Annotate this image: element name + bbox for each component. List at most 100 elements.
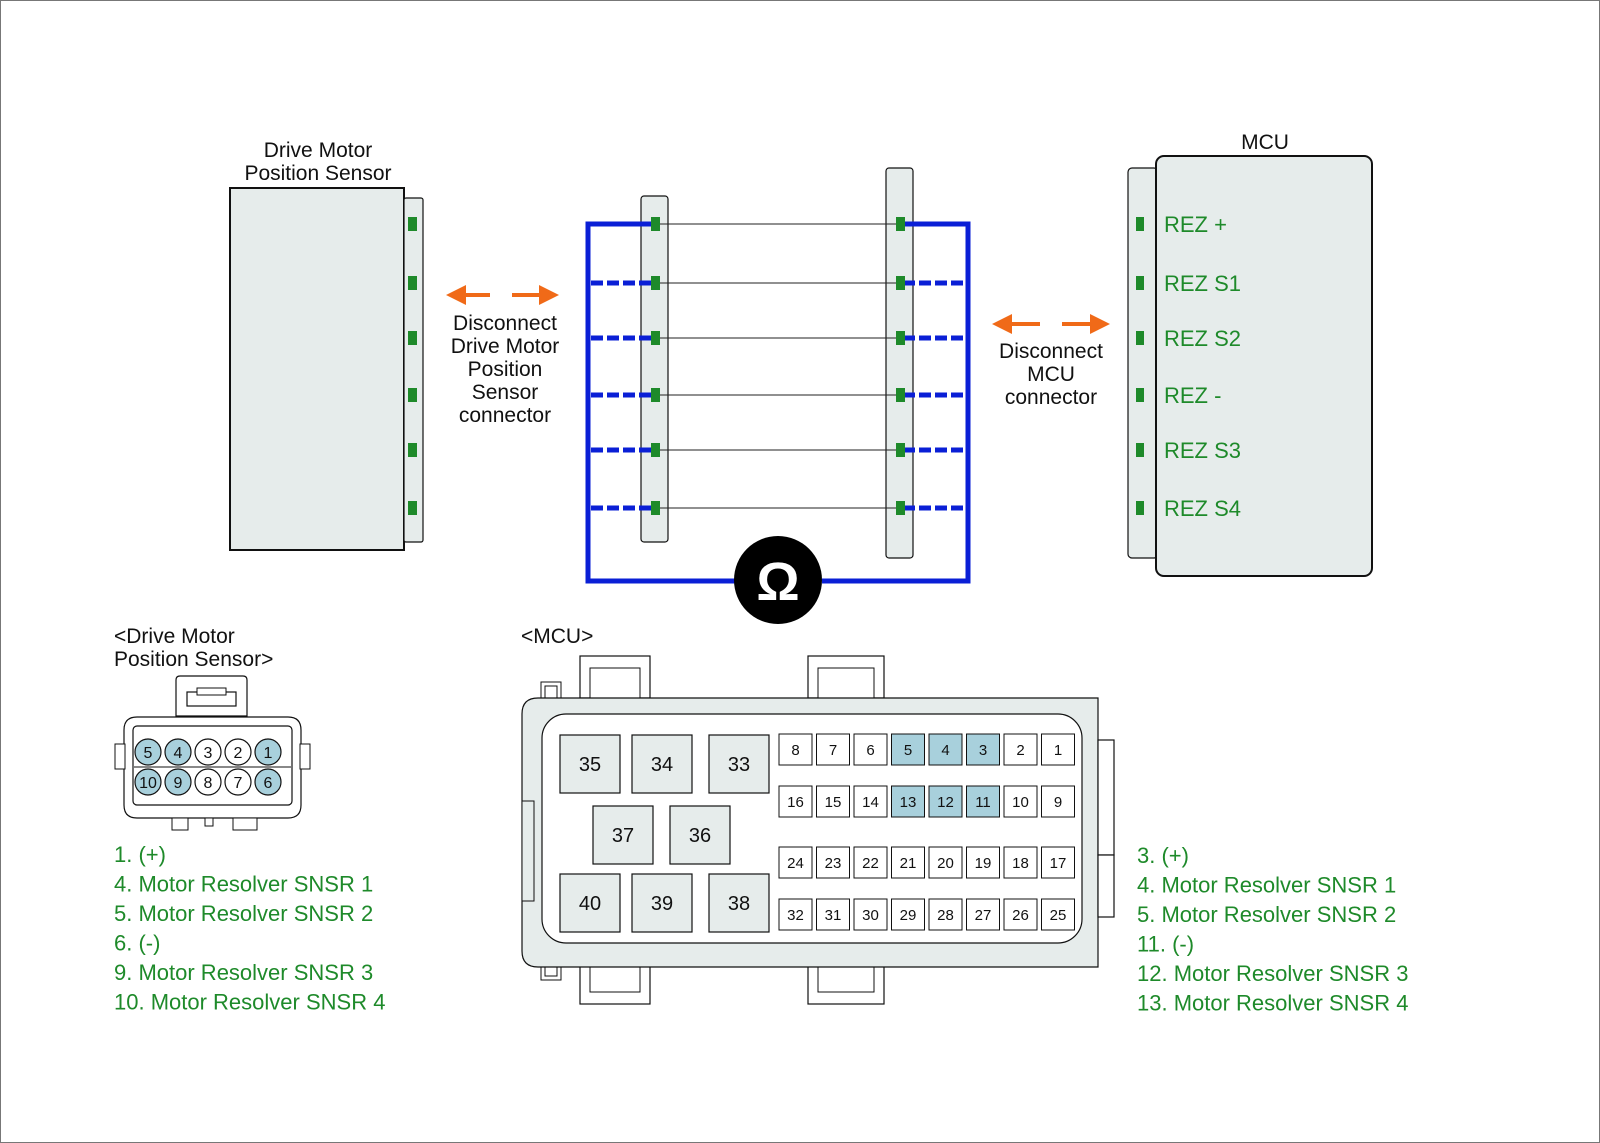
mcu-cavity-label-6: 6: [866, 742, 874, 759]
mcu-cavity-label-27: 27: [975, 907, 992, 924]
mcu-cavity-4: [928, 733, 963, 766]
sensor-connector-title-line1: <Drive Motor: [114, 625, 235, 648]
sensor-cavity-10: [134, 768, 162, 796]
sensor-cavity-label-9: 9: [174, 775, 183, 792]
mcu-pin-label-6: REZ S4: [1164, 496, 1241, 521]
mcu-large-cavity-label-34: 34: [651, 754, 673, 776]
mcu-cavity-11: [966, 785, 1000, 818]
mcu-pin-label-2: REZ S1: [1164, 271, 1241, 296]
left-breakout-pin-6: [651, 501, 660, 515]
mcu-large-cavity-40: [559, 873, 621, 933]
sensor-legend-item-3: 5. Motor Resolver SNSR 2: [114, 901, 373, 926]
mcu-cavity-label-21: 21: [900, 855, 917, 872]
disconnect-mcu-line-2: MCU: [1027, 363, 1075, 386]
mcu-pin-5: [1136, 443, 1144, 457]
sensor-cavity-label-1: 1: [264, 745, 273, 762]
mcu-cavity-23: [816, 846, 850, 879]
disconnect-sensor-line-4: Sensor: [472, 381, 539, 404]
disconnect-mcu-line-1: Disconnect: [999, 340, 1103, 363]
mcu-cavity-label-31: 31: [825, 907, 842, 924]
sensor-legend-item-4: 6. (-): [114, 931, 160, 956]
mcu-title: MCU: [1241, 131, 1289, 154]
left-breakout-pin-2: [651, 276, 660, 290]
mcu-cavity-label-1: 1: [1054, 742, 1062, 759]
sensor-body: [229, 187, 405, 551]
mcu-cavity-29: [891, 898, 925, 931]
mcu-cavity-label-23: 23: [825, 855, 842, 872]
disconnect-sensor-line-1: Disconnect: [453, 312, 557, 335]
right-breakout-pin-3: [896, 331, 905, 345]
right-breakout-pin-1: [896, 217, 905, 231]
mcu-cavity-9: [1041, 785, 1075, 818]
mcu-large-cavity-label-39: 39: [651, 893, 673, 915]
mcu-connector-legend: 3. (+)4. Motor Resolver SNSR 15. Motor R…: [1137, 843, 1408, 1016]
mcu-large-cavity-37: [592, 805, 654, 865]
mcu-cavity-24: [778, 846, 813, 879]
sensor-pin-5: [408, 443, 417, 457]
right-breakout-pin-6: [896, 501, 905, 515]
sensor-cavity-label-7: 7: [234, 775, 243, 792]
meter-lead-right: [822, 221, 971, 584]
mcu-legend-item-6: 13. Motor Resolver SNSR 4: [1137, 991, 1408, 1016]
mcu-pin-2: [1136, 276, 1144, 290]
mcu-pin-1: [1136, 217, 1144, 231]
mcu-cavity-label-22: 22: [862, 855, 879, 872]
left-breakout-pin-3: [651, 331, 660, 345]
mcu-cavity-7: [816, 733, 850, 766]
sensor-connector-strip: [403, 197, 424, 543]
mcu-cavity-30: [853, 898, 888, 931]
mcu-cavity-label-19: 19: [975, 855, 992, 872]
mcu-pin-4: [1136, 388, 1144, 402]
meter-lead-left: [585, 221, 735, 584]
mcu-cavity-3: [966, 733, 1000, 766]
sensor-cavity-label-4: 4: [174, 745, 183, 762]
mcu-cavity-label-14: 14: [862, 794, 879, 811]
mcu-cavity-label-32: 32: [787, 907, 804, 924]
mcu-cavity-label-2: 2: [1016, 742, 1024, 759]
right-breakout-strip: [885, 167, 914, 559]
mcu-large-cavity-39: [631, 873, 693, 933]
disconnect-sensor-line-3: Position: [468, 358, 543, 381]
sensor-cavity-label-3: 3: [204, 745, 213, 762]
mcu-cavity-27: [966, 898, 1000, 931]
sensor-cavity-2: [224, 738, 252, 766]
right-breakout-pin-4: [896, 388, 905, 402]
left-breakout-pin-5: [651, 443, 660, 457]
sensor-pin-1: [408, 217, 417, 231]
sensor-cavity-5: [134, 738, 162, 766]
mcu-cavity-label-5: 5: [904, 742, 912, 759]
sensor-pin-6: [408, 501, 417, 515]
mcu-cavity-label-13: 13: [900, 794, 917, 811]
mcu-cavity-8: [778, 733, 813, 766]
mcu-cavity-6: [853, 733, 888, 766]
mcu-large-cavity-label-36: 36: [689, 825, 711, 847]
mcu-pin-label-4: REZ -: [1164, 383, 1221, 408]
mcu-cavity-13: [891, 785, 925, 818]
mcu-cavity-21: [891, 846, 925, 879]
mcu-legend-item-2: 4. Motor Resolver SNSR 1: [1137, 873, 1396, 898]
sensor-cavity-8: [194, 768, 222, 796]
left-breakout-pin-1: [651, 217, 660, 231]
mcu-body: [1155, 155, 1373, 577]
mcu-connector-title: <MCU>: [521, 625, 593, 648]
mcu-large-cavity-label-40: 40: [579, 893, 601, 915]
sensor-legend-item-1: 1. (+): [114, 842, 166, 867]
mcu-cavity-16: [778, 785, 813, 818]
mcu-cavity-17: [1041, 846, 1075, 879]
mcu-pin-3: [1136, 331, 1144, 345]
test-wiring: Ω: [585, 167, 971, 624]
mcu-legend-item-3: 5. Motor Resolver SNSR 2: [1137, 902, 1396, 927]
mcu-cavity-label-12: 12: [937, 794, 954, 811]
sensor-connector-title-line2: Position Sensor>: [114, 648, 273, 671]
mcu-large-cavity-label-33: 33: [728, 754, 750, 776]
mcu-cavity-10: [1003, 785, 1038, 818]
sensor-cavity-4: [164, 738, 192, 766]
sensor-cavity-label-2: 2: [234, 745, 243, 762]
mcu-large-cavity-label-37: 37: [612, 825, 634, 847]
mcu-cavity-label-26: 26: [1012, 907, 1029, 924]
